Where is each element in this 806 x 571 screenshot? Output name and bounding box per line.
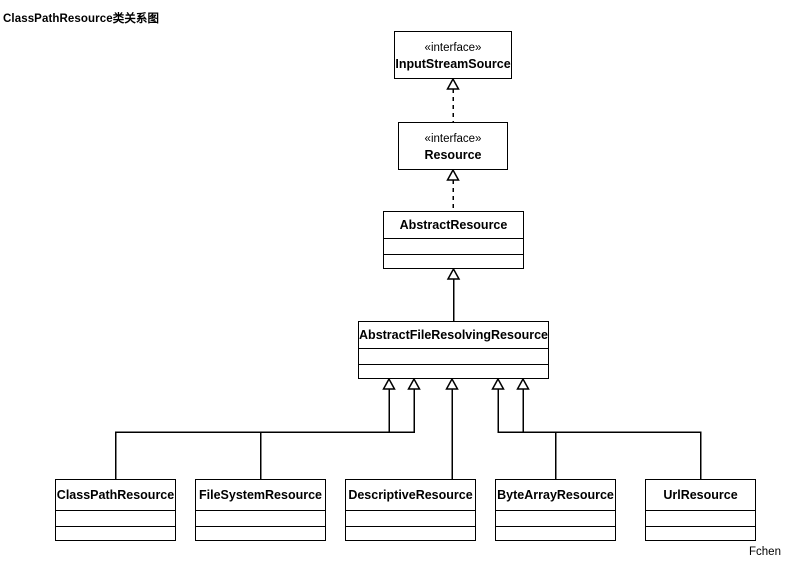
uml-class-resource[interactable]: «interface» Resource bbox=[398, 122, 508, 170]
uml-attributes-compartment bbox=[56, 510, 175, 526]
uml-class-name-label: AbstractResource bbox=[399, 218, 508, 232]
uml-operations-compartment bbox=[496, 526, 615, 542]
uml-stereotype-label: «interface» bbox=[424, 41, 482, 54]
author-credit: Fchen bbox=[749, 546, 781, 558]
uml-class-name-label: AbstractFileResolvingResource bbox=[359, 328, 548, 342]
uml-attributes-compartment bbox=[359, 348, 548, 364]
uml-attributes-compartment bbox=[346, 510, 475, 526]
uml-class-name-label: FileSystemResource bbox=[199, 488, 322, 502]
uml-class-name-compartment: DescriptiveResource bbox=[346, 480, 475, 510]
uml-class-name-compartment: AbstractFileResolvingResource bbox=[359, 322, 548, 348]
uml-class-name-compartment: ByteArrayResource bbox=[496, 480, 615, 510]
uml-class-name-label: ByteArrayResource bbox=[497, 488, 614, 502]
uml-class-abstract-resource[interactable]: AbstractResource bbox=[383, 211, 524, 269]
uml-class-name-compartment: UrlResource bbox=[646, 480, 755, 510]
uml-operations-compartment bbox=[56, 526, 175, 542]
uml-operations-compartment bbox=[346, 526, 475, 542]
uml-class-url-resource[interactable]: UrlResource bbox=[645, 479, 756, 541]
uml-attributes-compartment bbox=[196, 510, 325, 526]
uml-class-class-path-resource[interactable]: ClassPathResource bbox=[55, 479, 176, 541]
uml-operations-compartment bbox=[646, 526, 755, 542]
uml-class-name-label: Resource bbox=[424, 147, 482, 162]
uml-class-file-system-resource[interactable]: FileSystemResource bbox=[195, 479, 326, 541]
uml-stereotype-label: «interface» bbox=[424, 132, 482, 145]
uml-operations-compartment bbox=[384, 254, 523, 270]
uml-class-byte-array-resource[interactable]: ByteArrayResource bbox=[495, 479, 616, 541]
uml-class-name-compartment: FileSystemResource bbox=[196, 480, 325, 510]
uml-attributes-compartment bbox=[646, 510, 755, 526]
uml-attributes-compartment bbox=[384, 238, 523, 254]
uml-class-name-label: ClassPathResource bbox=[56, 488, 175, 502]
uml-operations-compartment bbox=[359, 364, 548, 380]
uml-class-input-stream-source[interactable]: «interface» InputStreamSource bbox=[394, 31, 512, 79]
uml-attributes-compartment bbox=[496, 510, 615, 526]
uml-class-name-label: InputStreamSource bbox=[395, 56, 511, 71]
uml-class-name-label: UrlResource bbox=[663, 488, 738, 502]
uml-class-name-label: DescriptiveResource bbox=[348, 488, 473, 502]
uml-class-name-compartment: «interface» InputStreamSource bbox=[395, 32, 511, 80]
uml-class-name-compartment: AbstractResource bbox=[384, 212, 523, 238]
uml-operations-compartment bbox=[196, 526, 325, 542]
page-title: ClassPathResource类关系图 bbox=[3, 13, 160, 25]
uml-class-name-compartment: «interface» Resource bbox=[399, 123, 507, 171]
uml-class-abstract-file-resolving-resource[interactable]: AbstractFileResolvingResource bbox=[358, 321, 549, 379]
uml-class-name-compartment: ClassPathResource bbox=[56, 480, 175, 510]
uml-class-descriptive-resource[interactable]: DescriptiveResource bbox=[345, 479, 476, 541]
